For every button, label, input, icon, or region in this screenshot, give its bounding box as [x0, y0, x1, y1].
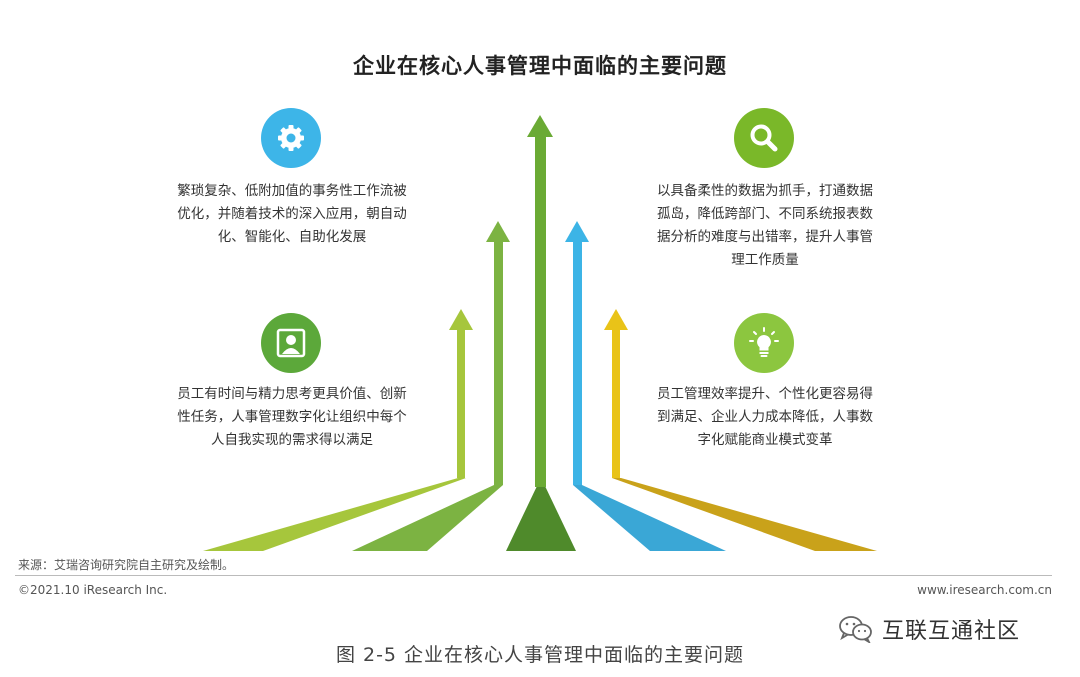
- problem-description-top-right: 以具备柔性的数据为抓手，打通数据 孤岛，降低跨部门、不同系统报表数 据分析的难度…: [657, 183, 873, 268]
- watermark-text: 互联互通社区: [882, 619, 1021, 644]
- figure-caption: 图 2-5 企业在核心人事管理中面临的主要问题: [335, 644, 745, 666]
- arrow-shaft-inner-right: [573, 240, 582, 485]
- watermark: 互联互通社区: [838, 613, 1020, 645]
- growth-arrows: [203, 115, 877, 551]
- source-note: 来源：艾瑞咨询研究院自主研究及绘制。: [18, 558, 235, 572]
- copyright: ©2021.10 iResearch Inc.: [18, 583, 168, 597]
- diagram-title: 企业在核心人事管理中面临的主要问题: [353, 54, 727, 78]
- arrow-head-center: [527, 115, 553, 137]
- website-link[interactable]: www.iresearch.com.cn: [917, 583, 1052, 597]
- search-icon: [734, 108, 794, 168]
- arrow-shadow-far-left: [203, 478, 466, 551]
- arrow-shadow-center: [506, 486, 576, 551]
- gear-icon: [261, 108, 321, 168]
- arrow-shaft-far-right: [612, 328, 620, 478]
- arrow-head-inner-right: [565, 221, 589, 242]
- arrow-shaft-center: [535, 135, 546, 487]
- problem-description-bottom-left: 员工有时间与精力思考更具价值、创新 性任务，人事管理数字化让组织中每个 人自我实…: [177, 386, 407, 448]
- footer-divider: [15, 575, 1052, 576]
- arrow-shaft-inner-left: [494, 240, 503, 485]
- arrow-shadow-inner-left: [352, 485, 503, 551]
- arrow-head-inner-left: [486, 221, 510, 242]
- arrow-shadow-inner-right: [573, 485, 726, 551]
- wechat-icon: [839, 616, 872, 643]
- arrow-head-far-left: [449, 309, 473, 330]
- lightbulb-icon: [734, 313, 794, 373]
- problem-description-top-left: 繁琐复杂、低附加值的事务性工作流被 优化，并随着技术的深入应用，朝自动 化、智能…: [177, 183, 407, 245]
- person-icon: [261, 313, 321, 373]
- arrow-head-far-right: [604, 309, 628, 330]
- problem-description-bottom-right: 员工管理效率提升、个性化更容易得 到满足、企业人力成本降低，人事数 字化赋能商业…: [657, 386, 873, 448]
- arrow-shadow-far-right: [612, 478, 877, 551]
- arrow-shaft-far-left: [457, 328, 465, 478]
